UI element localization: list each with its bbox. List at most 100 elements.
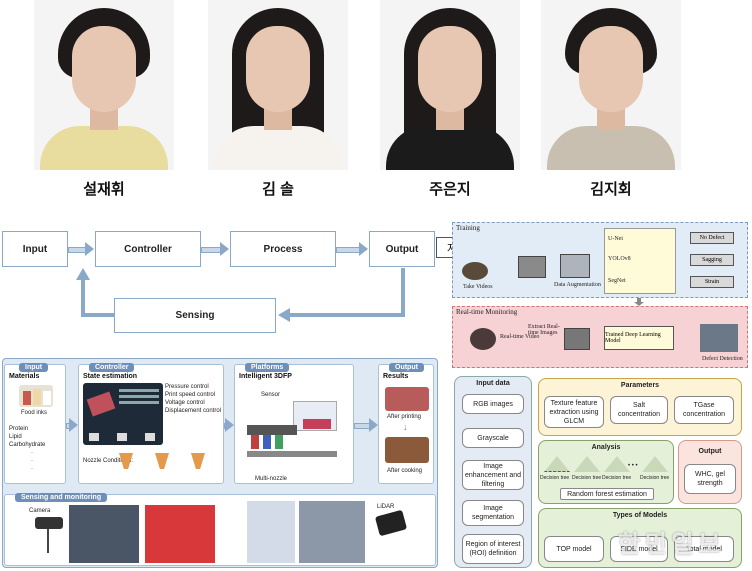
decision-tree-label: Decision tree <box>602 475 632 481</box>
nozzle-icon <box>155 453 169 469</box>
arrow-controller-process <box>201 242 229 256</box>
outcome-no-defect: No Defect <box>690 232 734 244</box>
arrow-input-controller-detail <box>66 418 78 432</box>
camera-label: Camera <box>29 508 51 514</box>
multinozzle-label: Multi-nozzle <box>255 476 288 482</box>
step-roi: Region of interest (ROI) definition <box>462 534 524 564</box>
camera-tripod-icon <box>47 529 49 553</box>
param-salt: Salt concentration <box>610 396 668 424</box>
decision-tree-label: Decision tree <box>572 475 602 481</box>
augmented-image <box>560 254 590 278</box>
watermark: 한 민 일 보 <box>618 531 720 558</box>
material-item: Lipid <box>9 434 22 440</box>
frames-image <box>518 256 546 278</box>
arrow-platforms-output-detail <box>354 418 378 432</box>
platforms-section: Platforms Intelligent 3DFP Sensor Multi-… <box>234 363 354 484</box>
realtime-label: Real-time Monitoring <box>456 308 518 316</box>
scan-image-1 <box>247 501 295 563</box>
param-tgase: TGase concentration <box>674 396 734 424</box>
lidar-icon <box>374 509 408 537</box>
arrow-process-output <box>336 242 368 256</box>
control-item: Voltage control <box>165 400 205 406</box>
model-yolo-label: YOLOv8 <box>608 256 631 262</box>
model-segnet-label: SegNet <box>608 278 626 284</box>
decision-tree-label: Decision tree <box>640 475 670 481</box>
lidar-label: LiDAR <box>377 504 395 510</box>
realtime-video-label: Real-time Video <box>500 334 540 340</box>
extracted-frame <box>564 328 590 350</box>
materials-label: Materials <box>9 373 40 380</box>
model-top: TOP model <box>544 536 604 562</box>
parameters-title: Parameters <box>620 382 660 389</box>
flow-input-box: Input <box>2 231 68 267</box>
intelligent-label: Intelligent 3DFP <box>239 373 292 380</box>
step-rgb: RGB images <box>462 394 524 414</box>
flow-sensing-label: Sensing <box>175 310 215 321</box>
material-item: · <box>31 450 33 456</box>
control-item: Pressure control <box>165 384 209 390</box>
printing-photo-2 <box>145 505 215 563</box>
flow-process-box: Process <box>230 231 336 267</box>
flow-output-label: Output <box>385 243 419 255</box>
extract-label: Extract Real-time Images <box>528 324 560 336</box>
sensor-label: Sensor <box>261 392 281 398</box>
portrait-1 <box>34 0 174 170</box>
realtime-video-image <box>470 328 496 350</box>
input-section: Input Materials Food inks Protein Lipid … <box>4 363 66 484</box>
material-item: Protein <box>9 426 29 432</box>
defect-detection-label: Defect Detection <box>702 356 743 362</box>
controller-section-title: Controller <box>89 363 135 372</box>
take-videos-label: Take Videos <box>463 284 493 290</box>
scan-image-2 <box>299 501 365 563</box>
camera-icon <box>35 517 63 529</box>
state-estimation-label: State estimation <box>83 373 138 380</box>
outcome-sagging: Sagging <box>690 254 734 266</box>
flow-output-box: Output <box>369 231 435 267</box>
models-box <box>604 228 676 294</box>
flow-controller-label: Controller <box>124 243 172 255</box>
down-arrow-training <box>634 298 644 306</box>
trained-model-box: Trained Deep Learning Model <box>604 326 674 350</box>
analysis-title: Analysis <box>591 444 621 451</box>
video-thumbnail <box>462 262 488 280</box>
random-forest-box: Random forest estimation <box>560 488 654 500</box>
down-arrow-icon: ↓ <box>403 422 408 432</box>
detection-image <box>700 324 738 352</box>
material-item: · <box>31 466 33 472</box>
output-value-box: WHC, gel strength <box>684 464 736 494</box>
data-aug-label: Data Augmentation <box>554 282 601 288</box>
flow-input-label: Input <box>22 243 48 255</box>
cooked-food-image <box>385 437 429 463</box>
arrow-input-controller <box>68 242 94 256</box>
portrait-4 <box>541 0 681 170</box>
flow-sensing-box: Sensing <box>114 298 276 333</box>
material-list: Protein Lipid Carbohydrate · · · <box>9 425 45 473</box>
printed-food-image <box>385 387 429 411</box>
platforms-section-title: Platforms <box>245 363 290 372</box>
output-section-title: Output <box>389 363 424 372</box>
sensing-section-title: Sensing and monitoring <box>15 493 108 502</box>
input-data-title: Input data <box>476 380 510 387</box>
step-grayscale: Grayscale <box>462 428 524 448</box>
realtime-panel <box>452 306 748 368</box>
printing-photo-1 <box>69 505 139 563</box>
output-section: Output Results After printing ↓ After co… <box>378 363 434 484</box>
control-list: Pressure control Print speed control Vol… <box>165 383 221 415</box>
person-name-2: 김 솔 <box>262 181 294 198</box>
output-title: Output <box>698 448 722 455</box>
control-item: Displacement control <box>165 408 222 414</box>
model-total: Total model <box>674 536 734 562</box>
printer-image <box>245 399 345 465</box>
portrait-3 <box>380 0 520 170</box>
feedback-arrows <box>76 268 405 322</box>
sensing-section: Sensing and monitoring Camera LiDAR <box>4 493 436 566</box>
person-name-1: 설재휘 <box>83 181 125 198</box>
portrait-2 <box>208 0 348 170</box>
controller-section: Controller State estimation Pressure con… <box>78 363 224 484</box>
nozzle-conditions-label: Nozzle Conditions: <box>83 458 134 464</box>
step-enhancement: Image enhancement and filtering <box>462 460 524 490</box>
decision-tree-label: Decision tree <box>540 475 570 481</box>
material-item: · <box>31 458 33 464</box>
material-item: Carbohydrate <box>9 442 46 448</box>
person-name-4: 김지회 <box>590 181 632 198</box>
